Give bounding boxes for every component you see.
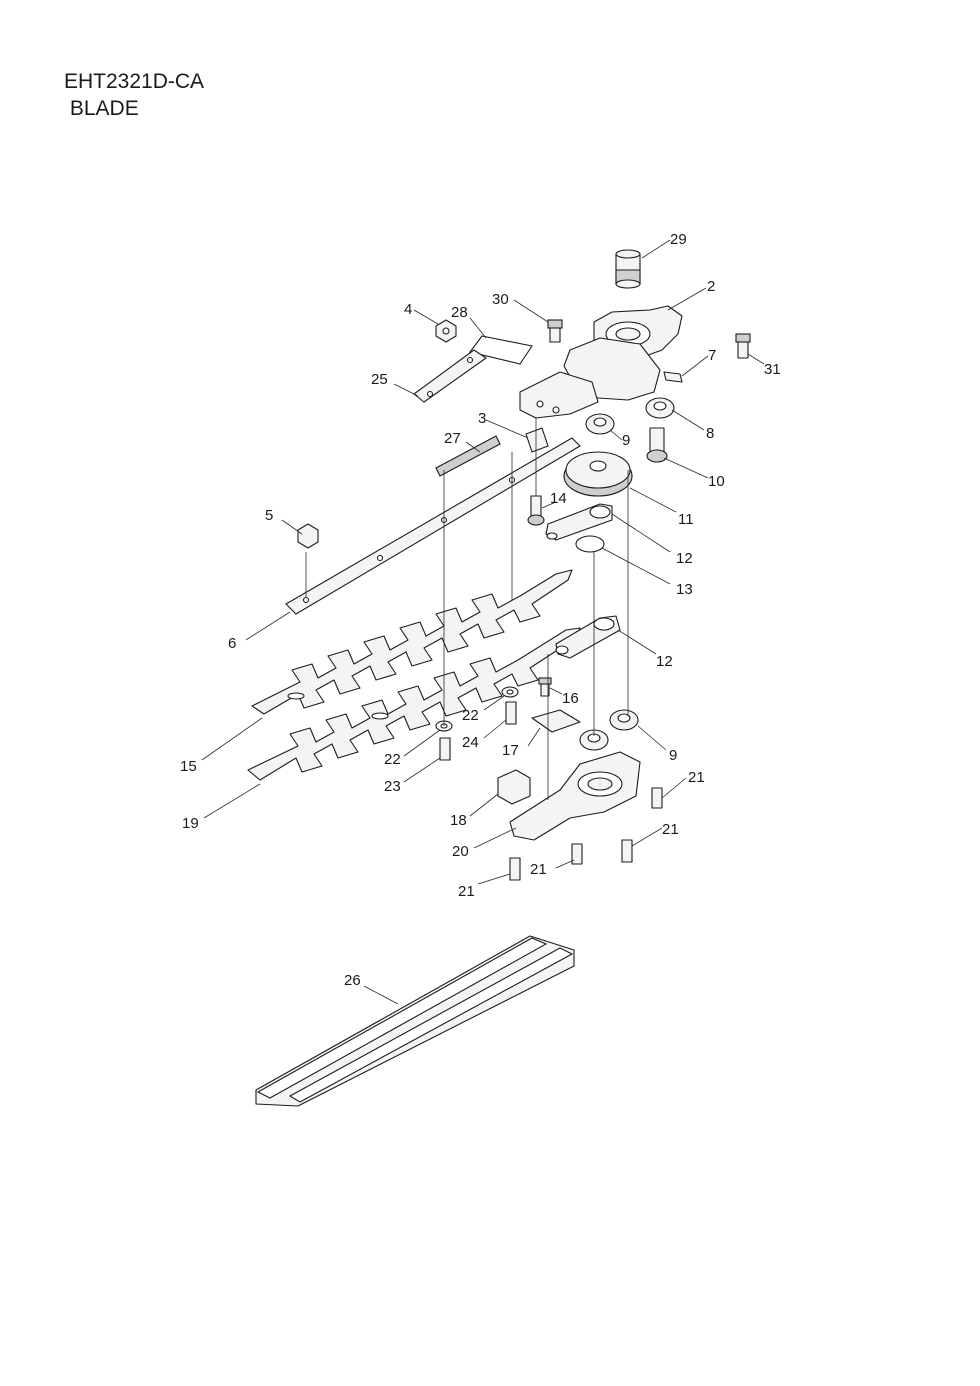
callout-20: 20 [452, 843, 469, 860]
part-7-pin [663, 371, 683, 383]
part-10-pinion-shaft [646, 427, 668, 463]
callout-21-c: 21 [530, 861, 547, 878]
callout-3: 3 [478, 410, 486, 427]
part-9-bearing-upper [585, 413, 615, 435]
part-5-nut [297, 523, 319, 549]
callout-labels: 29 2 30 4 28 7 31 25 3 9 8 27 10 14 11 5… [180, 231, 781, 989]
callout-19: 19 [182, 815, 199, 832]
callout-9-lower: 9 [669, 747, 677, 764]
part-12-crank-upper [545, 503, 613, 541]
callout-9-upper: 9 [622, 432, 630, 449]
part-24-bolt [505, 701, 517, 725]
model-number: EHT2321D-CA [64, 70, 205, 93]
part-8-bearing [645, 397, 675, 419]
callout-25: 25 [371, 371, 388, 388]
callout-11: 11 [678, 511, 694, 528]
callout-21-b: 21 [662, 821, 679, 838]
callout-15: 15 [180, 758, 197, 775]
part-16-screw [538, 677, 552, 697]
part-21-bolt-c [621, 839, 633, 863]
callout-29: 29 [670, 231, 687, 248]
callout-21-d: 21 [458, 883, 475, 900]
callout-23: 23 [384, 778, 401, 795]
callout-28: 28 [451, 304, 468, 321]
callout-8: 8 [706, 425, 714, 442]
part-2-gear-case [519, 305, 683, 419]
part-6-guide-bar [285, 437, 581, 615]
part-23-bolt [439, 737, 451, 761]
section-name: BLADE [64, 97, 139, 120]
callout-24: 24 [462, 734, 479, 751]
part-20-lower-case [509, 751, 641, 841]
callout-7: 7 [708, 347, 716, 364]
callout-22-upper: 22 [462, 707, 479, 724]
part-21-bolt-b [571, 843, 583, 865]
callout-17: 17 [502, 742, 519, 759]
callout-10: 10 [708, 473, 725, 490]
callout-12-lower: 12 [656, 653, 673, 670]
callout-6: 6 [228, 635, 236, 652]
part-30-screw [547, 319, 563, 343]
part-19-lower-blade [247, 627, 581, 781]
diagram-title: EHT2321D-CA BLADE [64, 68, 204, 122]
callout-26: 26 [344, 972, 361, 989]
part-26-blade-cover [255, 935, 575, 1107]
callout-27: 27 [444, 430, 461, 447]
part-29-cap [615, 249, 641, 289]
part-9-bearings-lower [579, 709, 639, 751]
callout-13: 13 [676, 581, 693, 598]
part-18-guide-block [497, 769, 531, 805]
part-21-bolt-d [509, 857, 521, 881]
callout-21-a: 21 [688, 769, 705, 786]
part-3-spacer [525, 427, 549, 453]
part-21-bolt-a [651, 787, 663, 809]
part-15-upper-blade [251, 569, 573, 715]
callout-30: 30 [492, 291, 509, 308]
part-31-screw [735, 333, 751, 359]
part-28-label-plate [469, 335, 533, 365]
callout-31: 31 [764, 361, 781, 378]
callout-5: 5 [265, 507, 273, 524]
callout-12-upper: 12 [676, 550, 693, 567]
part-27-brush-strip [435, 435, 501, 477]
part-4-nut [435, 319, 457, 343]
part-22-washer-upper [501, 686, 519, 698]
leader-lines [201, 239, 765, 1005]
part-14-bolt [527, 495, 545, 526]
part-25-bracket [413, 349, 487, 403]
part-11-gear [563, 451, 633, 497]
callout-16: 16 [562, 690, 579, 707]
callout-4: 4 [404, 301, 412, 318]
callout-18: 18 [450, 812, 467, 829]
callout-14: 14 [550, 490, 567, 507]
part-17-plate [531, 709, 581, 733]
callout-2: 2 [707, 278, 715, 295]
callout-22-lower: 22 [384, 751, 401, 768]
part-13-circlip [575, 535, 605, 553]
